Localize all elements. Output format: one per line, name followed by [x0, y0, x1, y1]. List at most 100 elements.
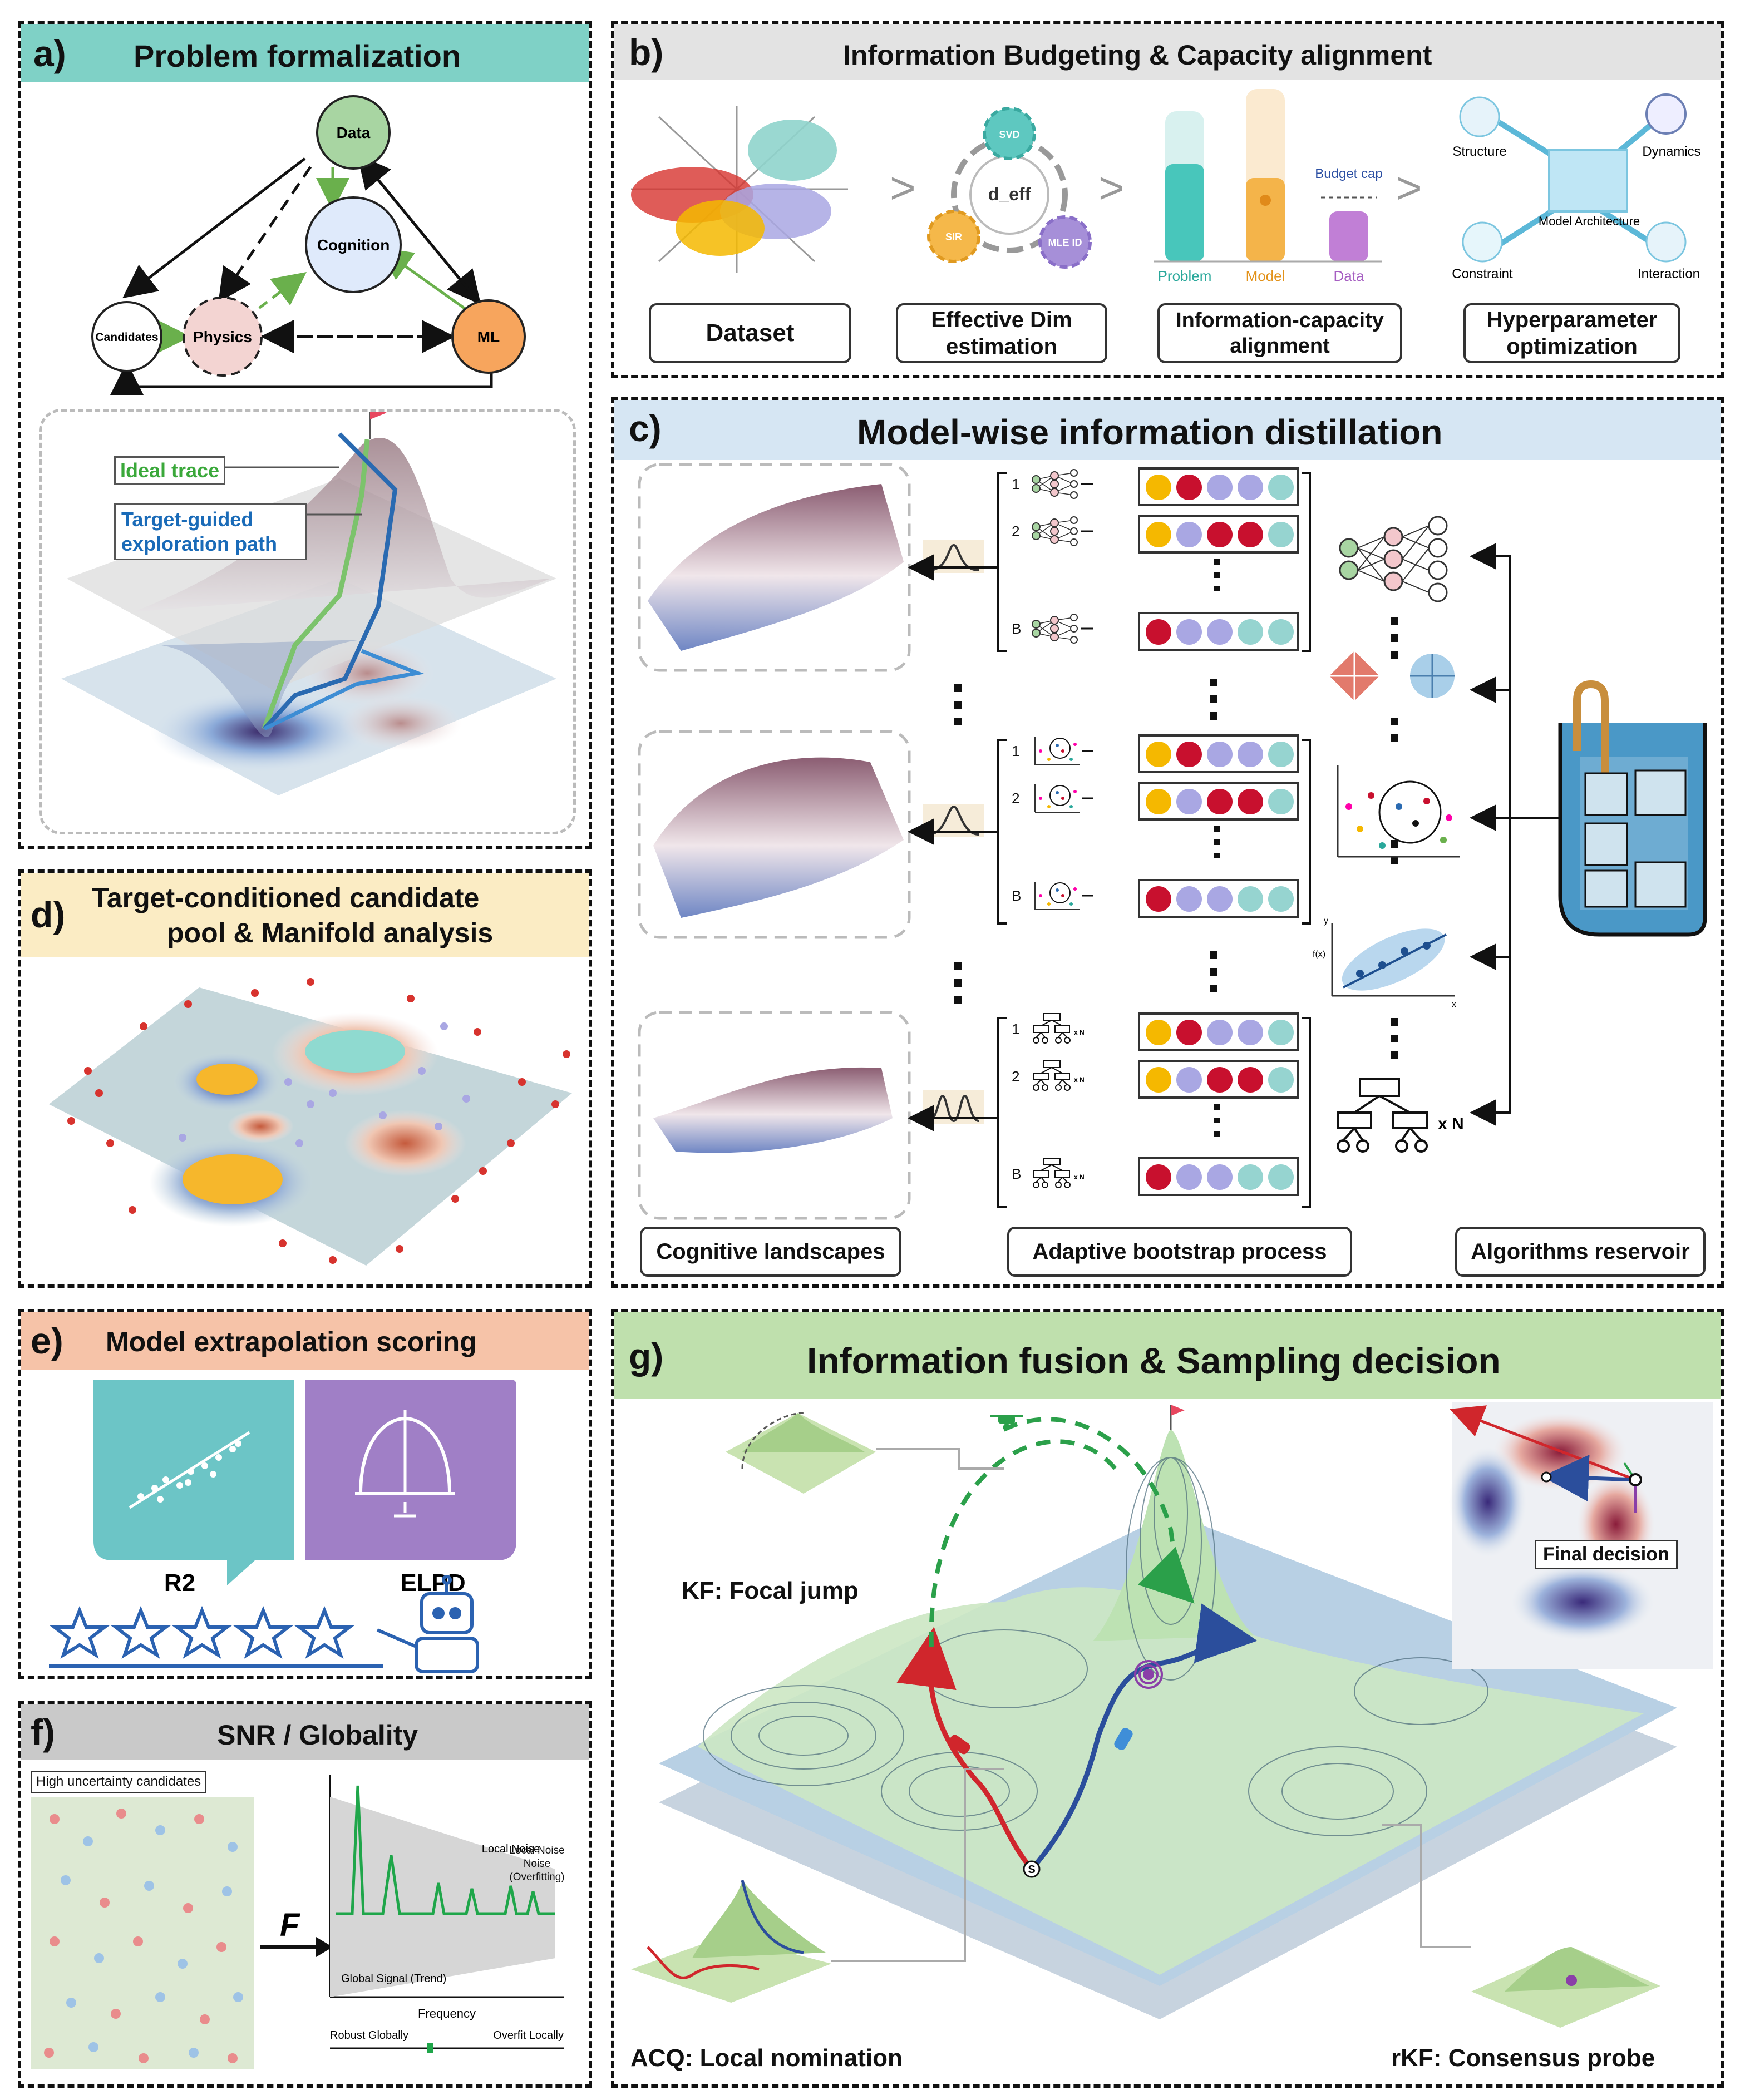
svg-text:>: > — [1098, 163, 1125, 213]
sample-dot — [1268, 522, 1294, 547]
arch-dynamics-label: Dynamics — [1642, 144, 1700, 159]
sample-dot — [1238, 1164, 1263, 1190]
bootstrap-row-index: 2 — [1012, 523, 1020, 540]
gp-model-icon — [1029, 879, 1096, 912]
elpd-label: ELPD — [400, 1569, 465, 1597]
cognitive-landscapes-label: Cognitive landscapes — [640, 1227, 901, 1277]
sample-dot — [1268, 475, 1294, 500]
sample-dot — [1146, 1164, 1171, 1190]
data-node — [316, 95, 391, 170]
candidate-dots — [44, 1809, 243, 2063]
svg-text:>: > — [1396, 163, 1422, 213]
sample-dot — [1207, 1020, 1233, 1045]
gp-model-icon — [1029, 734, 1096, 768]
ideal-trace-label: Ideal trace — [114, 456, 226, 485]
tree-model-icon: x N — [1029, 1060, 1096, 1093]
panel-g-label: g) — [629, 1336, 664, 1377]
arch-constraint-label: Constraint — [1452, 266, 1513, 281]
panel-c-header — [614, 400, 1721, 460]
sample-dot — [1176, 522, 1202, 547]
sample-dot — [1238, 619, 1263, 645]
sample-dot — [1207, 1067, 1233, 1093]
nn-model-icon — [1029, 612, 1096, 645]
local-noise-overfit-label: Local Noise Noise (Overfitting) — [509, 1845, 565, 1883]
sample-dot — [1238, 742, 1263, 767]
data-node-label: Data — [337, 124, 371, 141]
step-hyperparameter: Hyperparameter optimization — [1463, 303, 1680, 363]
sample-dot — [1238, 475, 1263, 500]
step-dataset: Dataset — [649, 303, 851, 363]
panel-f-title: SNR / Globality — [217, 1719, 418, 1751]
final-decision-label: Final decision — [1535, 1540, 1678, 1569]
bootstrap-row-index: 1 — [1012, 1021, 1020, 1037]
sample-dot — [1207, 619, 1233, 645]
panel-a-title: Problem formalization — [134, 38, 461, 73]
svg-text:>: > — [890, 163, 916, 213]
bootstrap-sample-box — [1138, 467, 1299, 506]
sample-dot — [1238, 886, 1263, 912]
bootstrap-sample-box — [1138, 1157, 1299, 1196]
bar-budget-cap-label: Budget cap — [1315, 166, 1382, 181]
bar-model-label: Model — [1246, 268, 1285, 284]
panel-f — [18, 1701, 592, 2088]
acq-label: ACQ: Local nomination — [630, 2044, 903, 2072]
bootstrap-ellipsis — [1214, 826, 1220, 865]
arch-structure-label: Structure — [1452, 144, 1506, 159]
frequency-label: Frequency — [418, 2007, 476, 2020]
panel-a-label: a) — [33, 33, 66, 74]
rating-stars — [50, 1605, 354, 1659]
sample-dot — [1238, 789, 1263, 814]
sample-dot — [1176, 886, 1202, 912]
sample-dot — [1176, 619, 1202, 645]
cognition-node — [305, 196, 402, 293]
r2-label: R2 — [164, 1569, 195, 1597]
bootstrap-row-index: B — [1012, 620, 1022, 637]
ml-node — [451, 299, 526, 374]
gear-sir-label: SIR — [945, 231, 962, 243]
svg-text:x N: x N — [1074, 1076, 1085, 1084]
sample-dot — [1238, 1067, 1263, 1093]
panel-d-label: d) — [31, 894, 66, 935]
panel-f-label: f) — [31, 1712, 55, 1753]
physics-node — [183, 297, 263, 377]
overfit-label: Overfit Locally — [493, 2029, 564, 2042]
bootstrap-sample-box — [1138, 1012, 1299, 1051]
bootstrap-sample-box — [1138, 782, 1299, 821]
gear-group: d_eff SVD SIR MLE ID — [927, 107, 1092, 269]
panel-c-label: c) — [629, 408, 662, 449]
tree-model-icon: x N — [1029, 1012, 1096, 1046]
sample-dot — [1146, 522, 1171, 547]
tree-model-icon: x N — [1029, 1157, 1096, 1190]
panel-d — [18, 869, 592, 1288]
sample-dot — [1176, 789, 1202, 814]
sample-dot — [1146, 619, 1171, 645]
bootstrap-sample-box — [1138, 612, 1299, 651]
sample-dot — [1268, 1020, 1294, 1045]
panel-g-header — [614, 1312, 1721, 1399]
bar-problem-label: Problem — [1158, 268, 1212, 284]
panel-b-title: Information Budgeting & Capacity alignme… — [843, 39, 1432, 71]
gp-model-icon — [1029, 782, 1096, 815]
robot-icon — [376, 1575, 479, 1673]
panel-e-label: e) — [31, 1320, 63, 1361]
sample-dot — [1268, 742, 1294, 767]
bootstrap-row-index: B — [1012, 887, 1022, 904]
panel-b-header — [614, 24, 1721, 80]
panel-d-header — [21, 873, 589, 957]
operator-f-label: F — [280, 1907, 300, 1943]
panel-a-header — [21, 24, 589, 82]
nn-model-icon — [1029, 467, 1096, 501]
regression-fx-label: f(x) — [1313, 950, 1325, 959]
gear-mle-label: MLE ID — [1048, 237, 1082, 248]
sample-dot — [1268, 1164, 1294, 1190]
panel-c-title: Model-wise information distillation — [857, 412, 1443, 452]
gear-svd-label: SVD — [999, 129, 1019, 140]
probe-icon — [1134, 1660, 1163, 1689]
panel-b-label: b) — [629, 32, 664, 73]
algorithms-reservoir-label: Algorithms reservoir — [1455, 1227, 1706, 1277]
svg-text:x N: x N — [1074, 1029, 1085, 1036]
bar-data-label: Data — [1334, 268, 1364, 284]
bootstrap-row-index: 1 — [1012, 743, 1020, 759]
sample-dot — [1207, 475, 1233, 500]
reservoir-xn-label: x N — [1438, 1115, 1464, 1133]
